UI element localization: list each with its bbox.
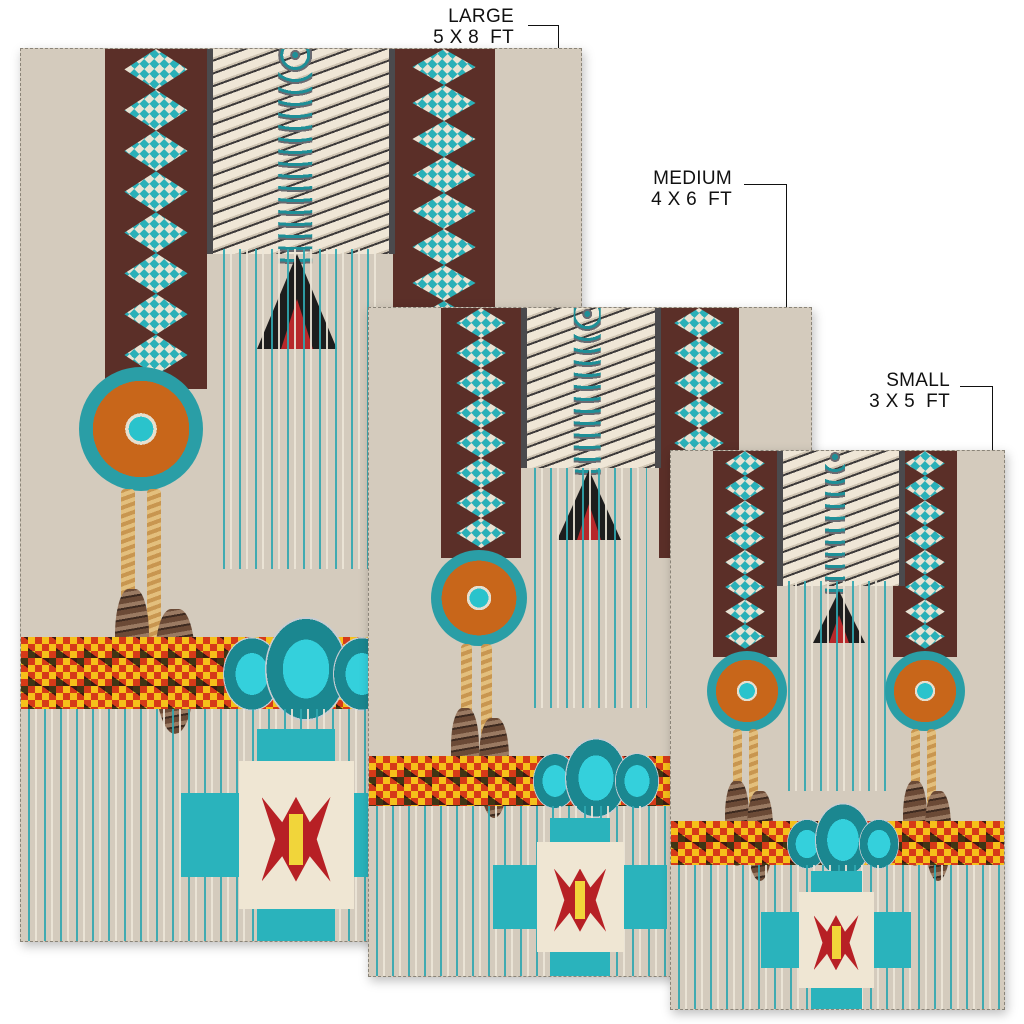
center-fringe — [216, 249, 376, 569]
medallion-left — [79, 367, 203, 491]
braid — [121, 489, 135, 609]
center-fringe — [527, 468, 647, 708]
breastplate-spine — [825, 451, 845, 596]
size-name: MEDIUM — [653, 168, 732, 189]
leader-line-medium — [744, 184, 787, 309]
medallion-right — [885, 651, 965, 731]
rug-small — [670, 450, 1005, 1010]
breastplate-spine — [573, 308, 601, 478]
size-name: SMALL — [886, 370, 950, 391]
braid — [461, 644, 472, 744]
beaded-band-left — [105, 49, 207, 389]
size-dimensions: 5 X 8 FT — [433, 27, 514, 48]
size-dimensions: 3 X 5 FT — [869, 391, 950, 412]
size-label-large: LARGE 5 X 8 FT — [400, 6, 514, 48]
beaded-band-left — [713, 451, 777, 657]
medallion-left — [431, 550, 527, 646]
beaded-band-right — [393, 49, 495, 349]
turquoise-concho-right — [615, 753, 659, 809]
center-fringe — [781, 581, 891, 791]
beaded-band-left — [441, 308, 521, 558]
braid — [749, 729, 758, 819]
braid — [481, 644, 492, 754]
size-name: LARGE — [448, 6, 514, 27]
braid — [733, 729, 742, 809]
size-label-small: SMALL 3 X 5 FT — [840, 370, 950, 412]
braid — [147, 489, 161, 639]
braid — [927, 729, 936, 819]
size-dimensions: 4 X 6 FT — [651, 189, 732, 210]
leader-line-large — [528, 25, 559, 49]
medallion-left — [707, 651, 787, 731]
size-label-medium: MEDIUM 4 X 6 FT — [610, 168, 732, 210]
beaded-cross-motif — [493, 818, 667, 976]
beaded-cross-motif — [761, 871, 911, 1009]
breastplate-spine — [278, 49, 312, 264]
braid — [911, 729, 920, 809]
leader-line-small — [960, 386, 993, 451]
turquoise-concho-right — [859, 819, 899, 869]
